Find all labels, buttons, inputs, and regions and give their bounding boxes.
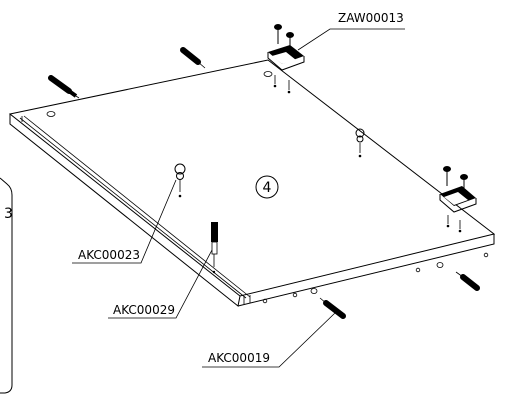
edge-hole [415,267,421,273]
step-number-badge: 4 [255,175,279,199]
label-cam-bolt: AKC00023 [78,248,140,262]
cam-lock-top: ZAW00013 [267,11,405,94]
board-panel [8,59,496,307]
label-cam-lock: ZAW00013 [338,11,404,25]
connector-pin: AKC00029 [108,222,218,319]
panel-hole [263,71,273,77]
label-connector: AKC00029 [113,303,175,317]
edge-hole [310,288,318,294]
label-dowel: AKC00019 [208,351,270,365]
edge-hole [436,262,444,268]
dowel-back-middle [180,47,206,69]
edge-hole [292,292,298,298]
dowel-front: AKC00019 [202,297,346,368]
cam-bolt-left: AKC00023 [72,163,186,264]
edge-hole [262,298,268,304]
step-number: 4 [263,180,272,196]
side-frame-fragment: 3 [0,177,13,394]
dowel-front-right [455,271,480,291]
dowel-back-left [48,75,80,99]
edge-hole [483,252,489,258]
panel-hole [46,111,56,117]
cam-lock-right [439,166,477,233]
side-frame-label: 3 [4,206,13,222]
cam-bolt-center [355,128,365,158]
